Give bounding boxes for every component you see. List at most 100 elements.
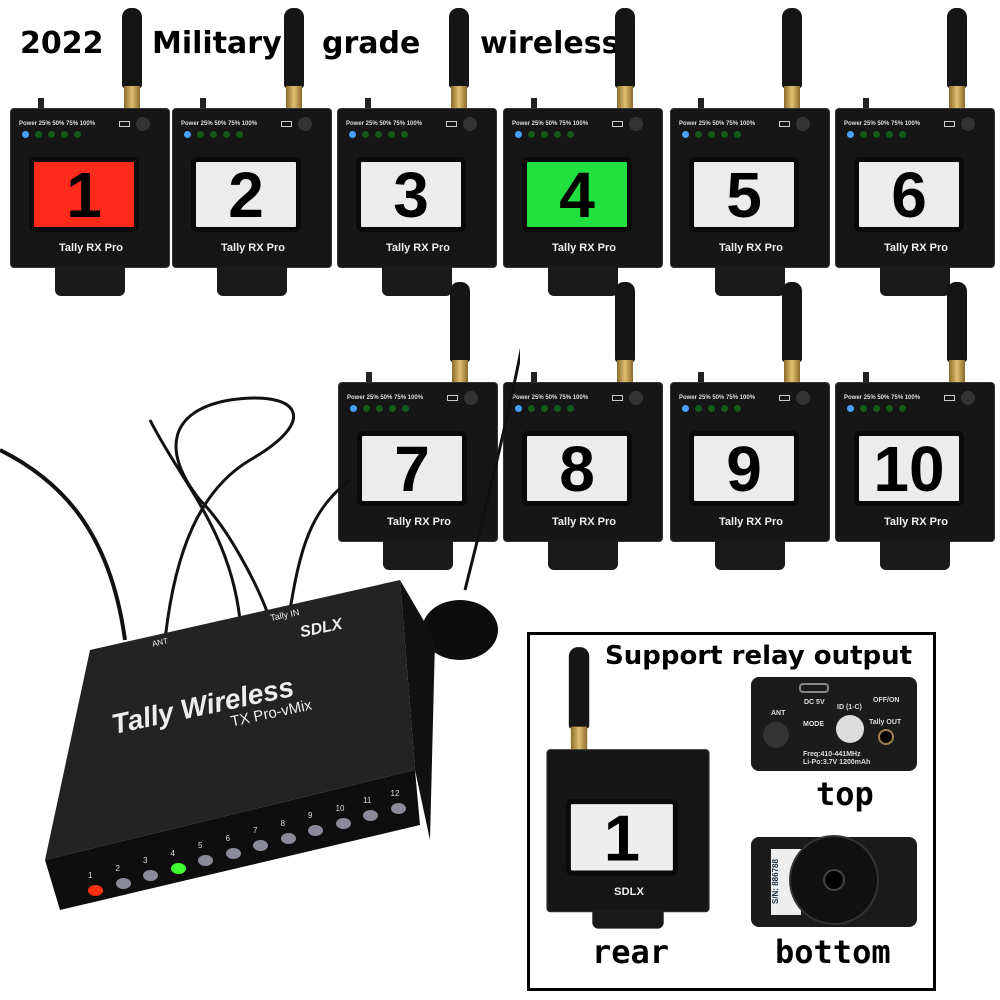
model-label: Tally RX Pro	[552, 516, 616, 528]
mode-button[interactable]	[463, 117, 477, 131]
channel-number: 4	[170, 848, 175, 858]
led-row	[350, 405, 409, 412]
power-led	[184, 131, 191, 138]
battery-led	[899, 405, 906, 412]
battery-led	[236, 131, 243, 138]
battery-led	[389, 405, 396, 412]
shoe-mount	[55, 266, 125, 296]
mode-button[interactable]	[298, 117, 312, 131]
battery-led	[401, 131, 408, 138]
tally-screen: 2	[191, 157, 301, 232]
led-row	[847, 131, 906, 138]
mode-button[interactable]	[629, 391, 643, 405]
mode-button[interactable]	[796, 117, 810, 131]
receiver-body: Power 25% 50% 75% 100% 7 Tally RX Pro	[338, 382, 498, 542]
led-row	[349, 131, 408, 138]
power-switch	[531, 372, 537, 384]
mode-button[interactable]	[464, 391, 478, 405]
mode-button[interactable]	[961, 391, 975, 405]
tally-screen: 6	[854, 157, 964, 232]
channel-number: 2	[115, 863, 120, 873]
mode-button[interactable]	[961, 117, 975, 131]
battery-icon	[944, 395, 955, 401]
antenna-connector	[784, 360, 800, 382]
channel-led	[143, 870, 158, 881]
antenna	[568, 647, 590, 729]
receiver-unit: Power 25% 50% 75% 100% 2 Tally RX Pro	[172, 8, 332, 298]
channel-number: 1	[88, 871, 93, 880]
antenna	[122, 8, 142, 88]
shoe-mount	[880, 266, 950, 296]
channel-number: 11	[363, 796, 372, 805]
tally-screen: 3	[356, 157, 466, 232]
receiver-unit: Power 25% 50% 75% 100% 8 Tally RX Pro	[503, 282, 663, 572]
tally-screen: 9	[689, 431, 799, 506]
power-switch	[698, 98, 704, 110]
mode-button[interactable]	[629, 117, 643, 131]
antenna-connector	[784, 86, 800, 108]
battery-icon	[779, 121, 790, 127]
antenna	[615, 8, 635, 88]
receiver-body: Power 25% 50% 75% 100% 3 Tally RX Pro	[337, 108, 497, 268]
receiver-body: Power 25% 50% 75% 100% 2 Tally RX Pro	[172, 108, 332, 268]
power-switch	[863, 372, 869, 384]
antenna	[782, 8, 802, 88]
battery-icon	[779, 395, 790, 401]
mode-button[interactable]	[136, 117, 150, 131]
channel-number: 10	[335, 803, 345, 813]
led-row	[847, 405, 906, 412]
antenna-connector	[617, 360, 633, 382]
battery-led	[860, 131, 867, 138]
freq-label: Freq:410-441MHz	[803, 751, 861, 758]
antenna	[782, 282, 802, 362]
antenna	[450, 282, 470, 362]
power-led	[515, 405, 522, 412]
battery-led	[567, 405, 574, 412]
battery-led	[528, 131, 535, 138]
led-labels: Power 25% 50% 75% 100%	[347, 395, 424, 401]
receiver-unit: Power 25% 50% 75% 100% 5 Tally RX Pro	[670, 8, 830, 298]
tally-screen: 7	[357, 431, 467, 506]
channel-led	[335, 817, 351, 829]
battery-led	[35, 131, 42, 138]
battery-led	[734, 405, 741, 412]
battery-led	[721, 405, 728, 412]
channel-led	[115, 877, 131, 889]
led-row	[184, 131, 243, 138]
rear-label: SDLX	[614, 885, 644, 899]
rear-unit: 1 SDLX	[546, 647, 710, 943]
channel-led	[198, 855, 213, 866]
id-dial[interactable]	[836, 715, 864, 743]
antenna	[615, 282, 635, 362]
led-labels: Power 25% 50% 75% 100%	[181, 121, 258, 127]
battery-led	[695, 405, 702, 412]
mode-button[interactable]	[796, 391, 810, 405]
channel-led	[280, 832, 296, 844]
battery-led	[375, 131, 382, 138]
model-label: Tally RX Pro	[884, 516, 948, 528]
led-row	[22, 131, 81, 138]
top-caption: top	[816, 775, 874, 813]
antenna	[449, 8, 469, 88]
battery-led	[223, 131, 230, 138]
shoe-mount	[217, 266, 287, 296]
rear-caption: rear	[592, 933, 670, 971]
model-label: Tally RX Pro	[59, 242, 123, 254]
battery-led	[567, 131, 574, 138]
receiver-body: Power 25% 50% 75% 100% 8 Tally RX Pro	[503, 382, 663, 542]
battery-label: Li-Po:3.7V 1200mAh	[803, 759, 871, 766]
led-row	[682, 131, 741, 138]
shoe-mount	[715, 266, 785, 296]
battery-led	[528, 405, 535, 412]
battery-led	[873, 405, 880, 412]
channel-led	[390, 802, 406, 814]
cables	[0, 348, 520, 660]
channel-number: 9	[308, 811, 313, 820]
headline-word: wireless	[480, 26, 620, 61]
channel-led	[225, 847, 241, 859]
bottom-caption: bottom	[775, 933, 891, 971]
antenna-connector	[286, 86, 302, 108]
tally-screen: 4	[522, 157, 632, 232]
receiver-body: Power 25% 50% 75% 100% 4 Tally RX Pro	[503, 108, 663, 268]
battery-icon	[119, 121, 130, 127]
